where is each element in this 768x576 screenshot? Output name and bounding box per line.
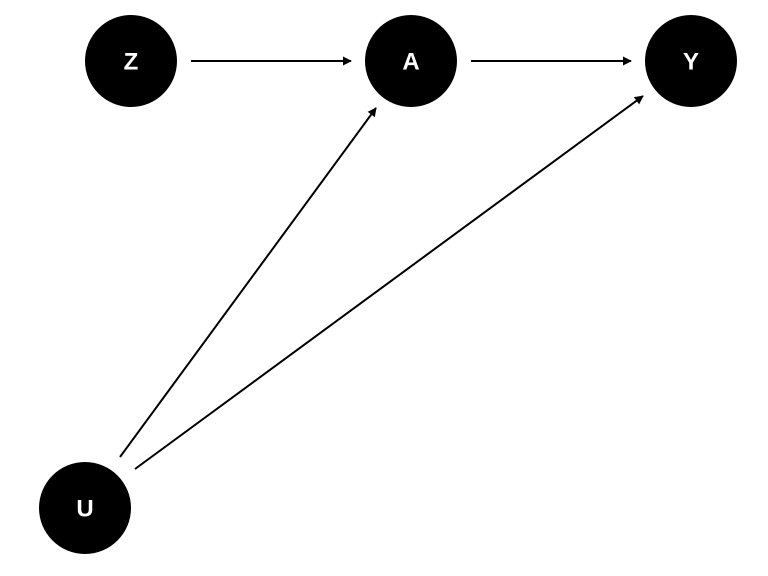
node-z-label: Z <box>124 49 139 76</box>
node-u-circle <box>39 462 131 554</box>
node-y-circle <box>645 15 737 107</box>
node-a-circle <box>365 15 457 107</box>
node-a-label: A <box>402 49 419 76</box>
edge-u-to-y <box>134 95 644 470</box>
node-a: A <box>365 15 457 107</box>
node-z: Z <box>85 15 177 107</box>
edge-u-to-a <box>119 107 377 458</box>
node-z-circle <box>85 15 177 107</box>
node-y: Y <box>645 15 737 107</box>
node-y-label: Y <box>683 49 699 76</box>
node-u-label: U <box>76 496 93 523</box>
node-u: U <box>39 462 131 554</box>
